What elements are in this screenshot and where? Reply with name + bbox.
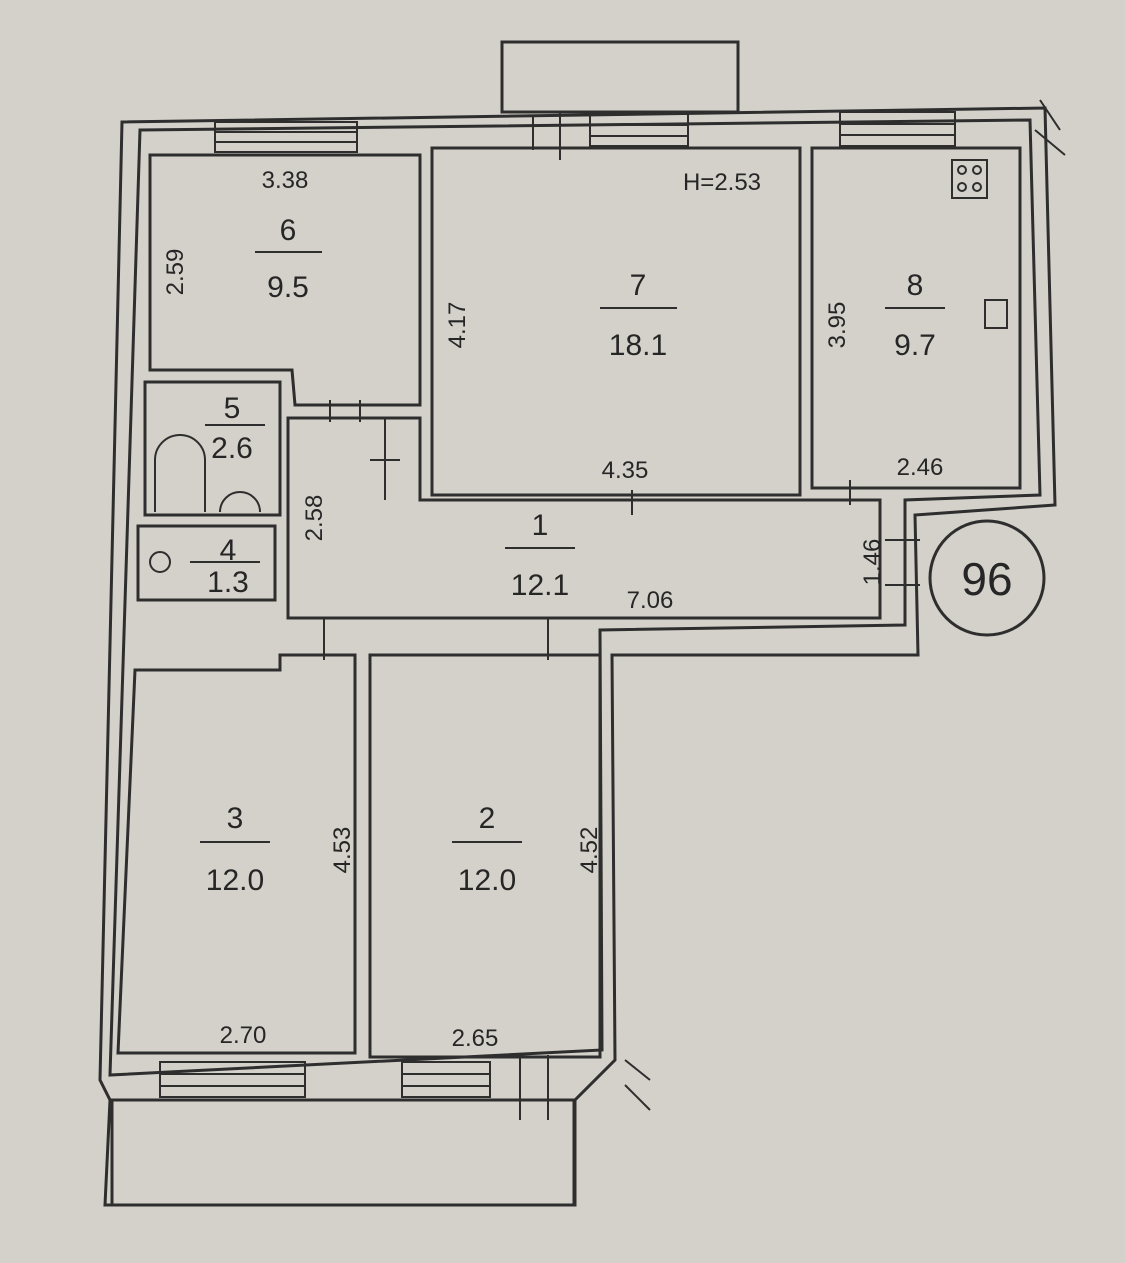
room-7-width: 4.35: [602, 457, 649, 484]
room-8-area: 9.7: [894, 329, 936, 362]
room-4: [136, 524, 277, 602]
room-5-area: 2.6: [211, 432, 253, 465]
room-2-width: 2.65: [452, 1025, 499, 1052]
bathtub-icon: [154, 434, 206, 512]
room-4-number: 4: [220, 534, 237, 567]
room-7-number: 7: [630, 269, 647, 302]
room-6: [148, 153, 422, 407]
room-6-width: 3.38: [262, 167, 309, 194]
room-5-length: 2.58: [301, 495, 328, 542]
sink-icon: [984, 299, 1008, 329]
door-marks: [323, 99, 1066, 1120]
room-1-length: 7.06: [627, 587, 674, 614]
washbasin-icon: [219, 491, 261, 513]
top-balcony: [500, 40, 740, 114]
room-8-width: 2.46: [897, 454, 944, 481]
room-6-area: 9.5: [267, 271, 309, 304]
room-7: [430, 146, 802, 497]
windows: [159, 111, 956, 1098]
inner-wall-outline: [108, 118, 1042, 1077]
room-3-length: 4.53: [329, 827, 356, 874]
outer-wall: [98, 106, 1057, 1207]
room-3-width: 2.70: [220, 1022, 267, 1049]
room-1-width: 1.46: [859, 539, 886, 586]
toilet-icon: [149, 551, 171, 573]
room-3: [116, 653, 357, 1055]
room-4-area: 1.3: [207, 566, 249, 599]
apartment-number: 96: [961, 553, 1012, 605]
stove-icon: [951, 159, 988, 199]
room-3-number: 3: [227, 802, 244, 835]
ceiling-height: H=2.53: [683, 169, 761, 196]
room-3-area: 12.0: [206, 864, 264, 897]
room-2-length: 4.52: [576, 827, 603, 874]
room-7-area: 18.1: [609, 329, 667, 362]
room-6-number: 6: [280, 214, 297, 247]
room-2-area: 12.0: [458, 864, 516, 897]
room-1-corridor: [286, 416, 882, 620]
bottom-balcony: [110, 1098, 576, 1207]
room-7-length: 4.17: [444, 302, 471, 349]
room-1-number: 1: [532, 509, 549, 542]
apartment-number-circle: [928, 519, 1046, 637]
room-5: [143, 380, 282, 517]
room-2-number: 2: [479, 802, 496, 835]
room-2: [368, 653, 602, 1059]
room-8-number: 8: [907, 269, 924, 302]
room-8: [810, 146, 1022, 490]
room-6-length: 2.59: [162, 249, 189, 296]
room-1-area: 12.1: [511, 569, 569, 602]
room-5-number: 5: [224, 392, 241, 425]
room-8-length: 3.95: [824, 302, 851, 349]
